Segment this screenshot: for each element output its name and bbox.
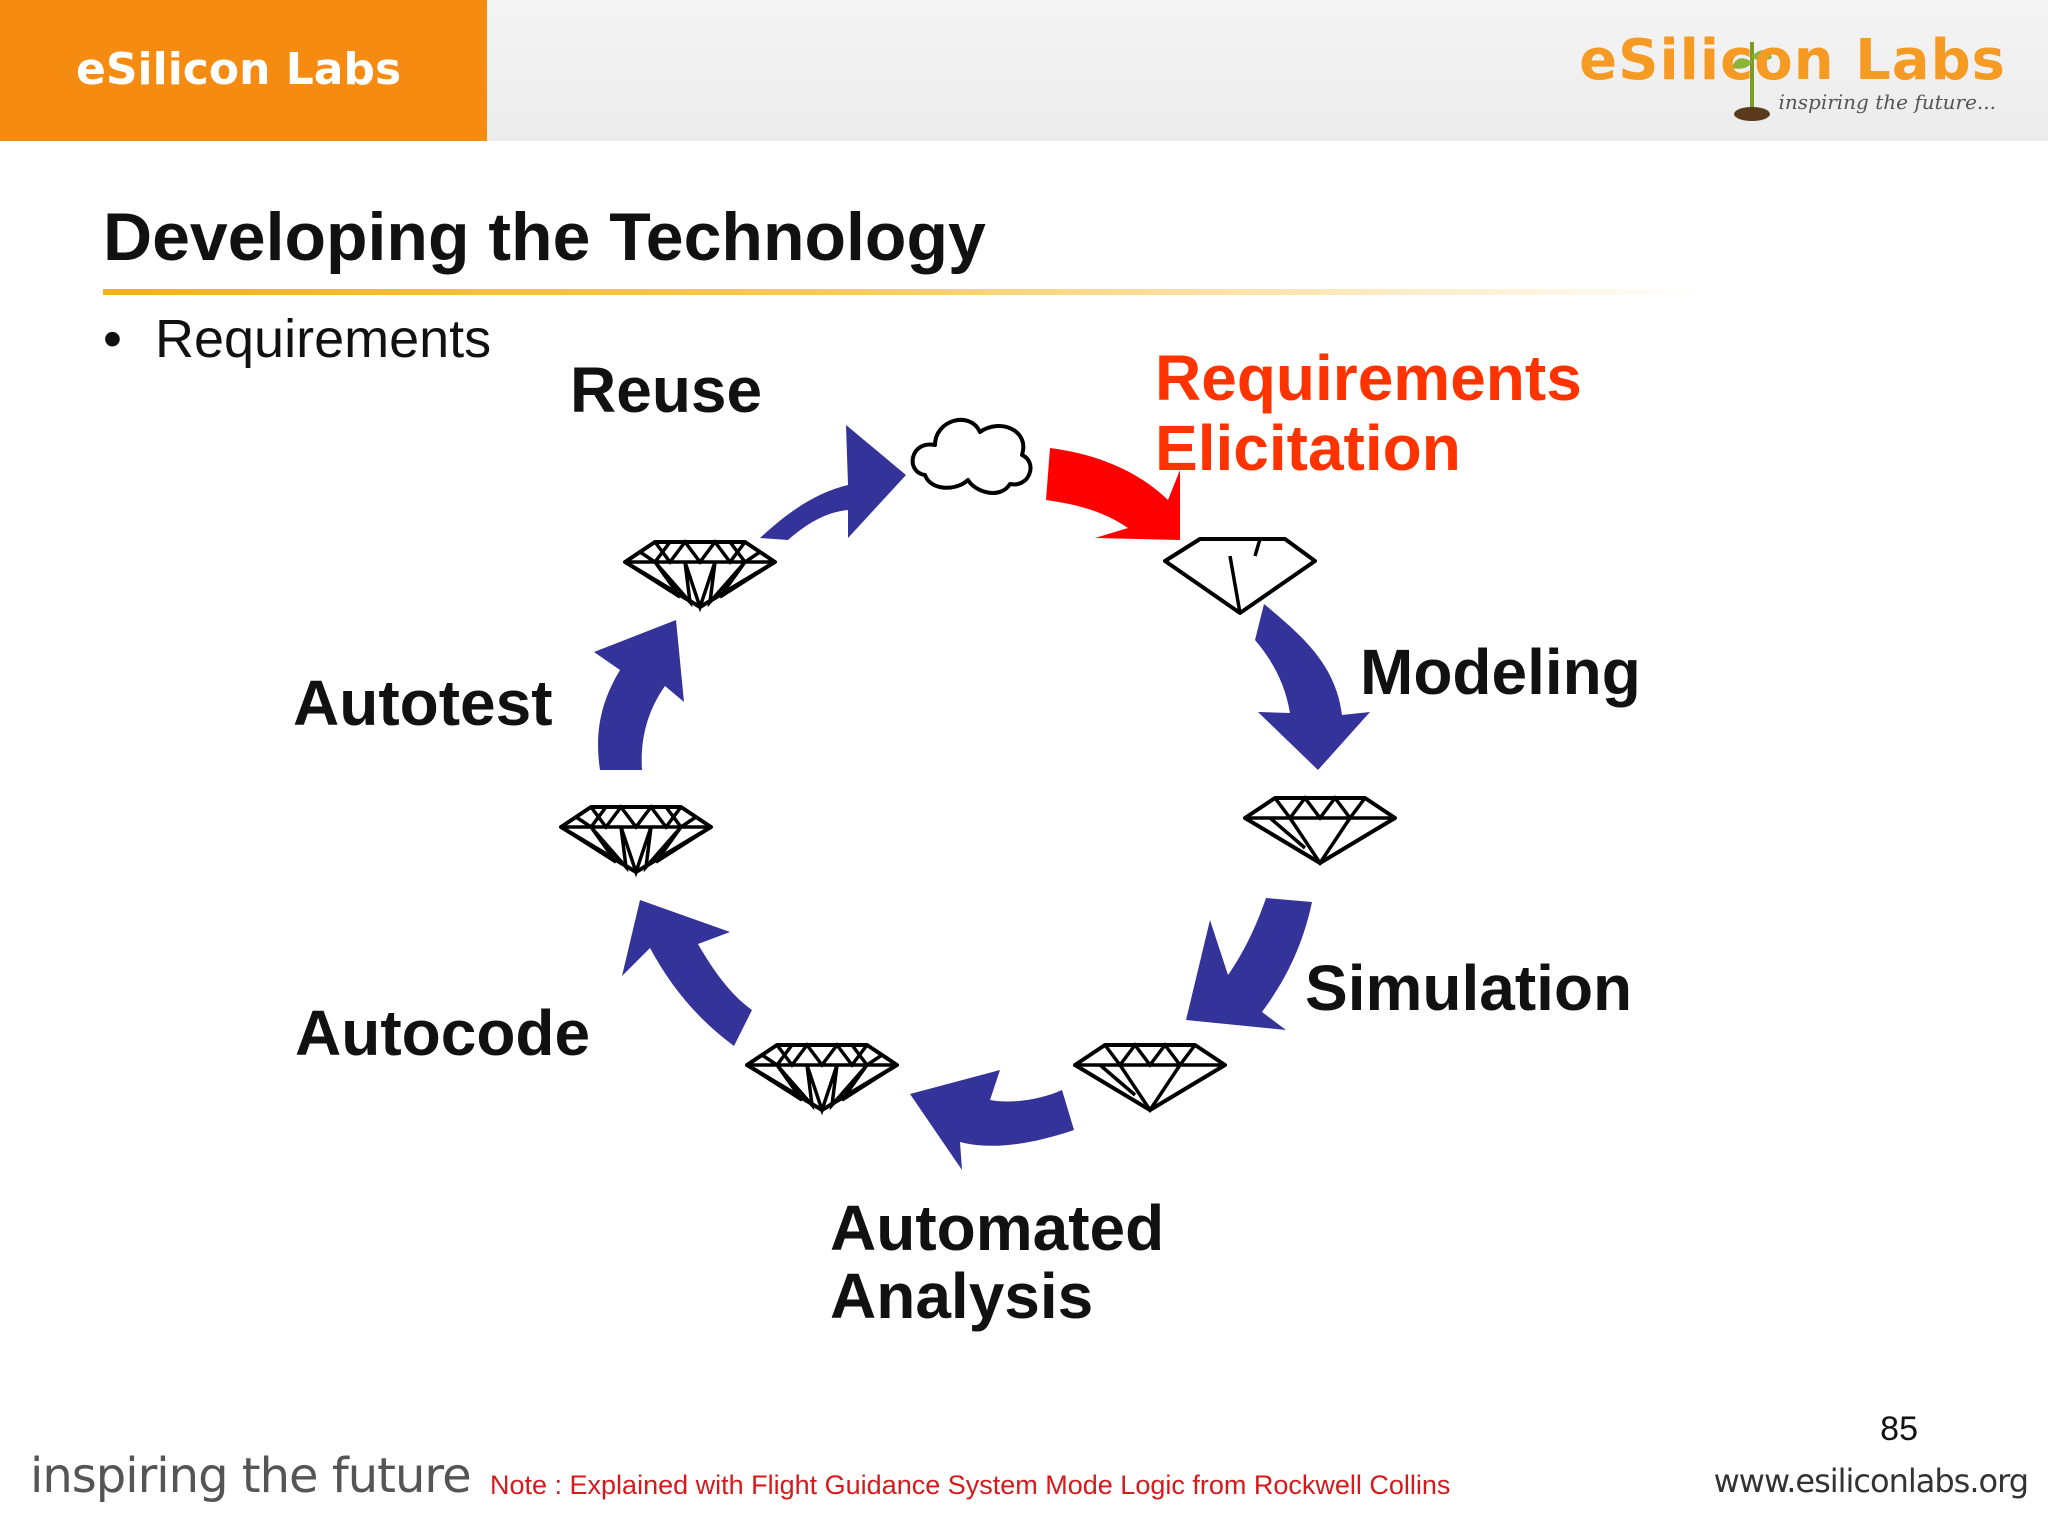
footer-url: www.esiliconlabs.org [1713, 1462, 2029, 1500]
cloud-icon [910, 417, 1033, 495]
slide-title: Developing the Technology [103, 199, 986, 275]
header-brand-text: eSilicon Labs [76, 44, 402, 95]
bullet-dot: • [103, 309, 122, 369]
cycle-arrow-analysis [910, 1070, 1074, 1170]
cycle-arrow-autocode [622, 900, 752, 1046]
cycle-arrow-simulation [1186, 898, 1312, 1030]
footer-note: Note : Explained with Flight Guidance Sy… [490, 1470, 1451, 1500]
gem-icon-analysis [745, 1043, 899, 1112]
stage-label-analysis: Automated [830, 1192, 1164, 1264]
esilicon-logo: eSilicon Labs inspiring the future... [1579, 28, 2006, 128]
stage-label-requirements: Requirements [1155, 342, 1582, 414]
cycle-arrow-active [1046, 448, 1180, 540]
cycle-arrow-autotest [594, 620, 684, 770]
stage-label-modeling: Modeling [1360, 636, 1641, 708]
cycle-arrow-modeling [1255, 604, 1370, 770]
stage-label-autocode: Autocode [295, 997, 590, 1069]
title-underline [103, 289, 1703, 295]
logo-tagline: inspiring the future... [1778, 90, 1996, 114]
footer-tagline: inspiring the future [30, 1448, 472, 1504]
gem-icon-requirements [1163, 537, 1317, 615]
gem-icon-autocode [559, 805, 713, 874]
logo-wordmark: eSilicon Labs [1579, 28, 2006, 93]
footer-tagline-text: inspiring the future [30, 1448, 472, 1504]
bullet-item: • Requirements [103, 308, 491, 370]
page-number: 85 [1880, 1410, 1918, 1448]
cycle-arrow-reuse [760, 425, 906, 540]
bullet-text: Requirements [155, 309, 492, 369]
stage-label-reuse: Reuse [570, 354, 762, 426]
slide-header: eSilicon Labs eSilicon Labs inspiring th… [0, 0, 2048, 141]
gem-icon-simulation [1073, 1043, 1227, 1112]
gem-icon-modeling [1243, 796, 1397, 865]
stage-label-analysis-line2: Analysis [830, 1260, 1093, 1332]
header-brand-tab: eSilicon Labs [0, 0, 487, 141]
stage-label-simulation: Simulation [1305, 952, 1632, 1024]
stage-label-autotest: Autotest [293, 667, 553, 739]
sprout-icon [1732, 42, 1772, 121]
stage-label-requirements-line2: Elicitation [1155, 412, 1461, 484]
gem-icon-autotest [623, 540, 777, 609]
